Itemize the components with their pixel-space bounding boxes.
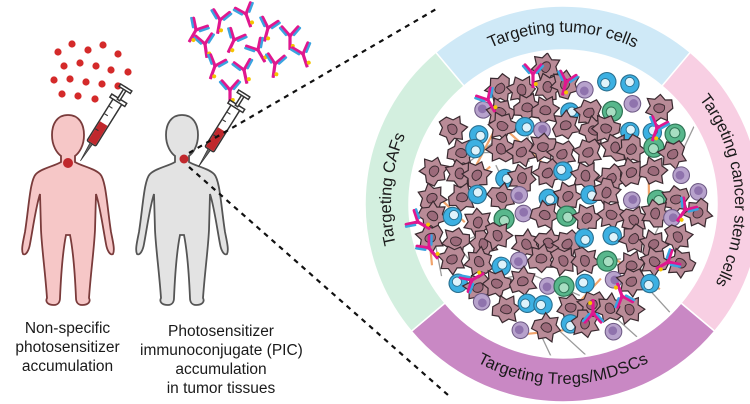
antibody-icon [192,32,219,60]
caption-nonspecific: Non-specific photosensitizer accumulatio… [0,319,135,376]
caption-line: Photosensitizer [168,323,274,340]
tumor-spot-left [63,158,73,168]
caption-line: accumulation [21,358,114,375]
zoom-line-top [188,7,439,154]
pic-antibodies [179,0,319,104]
caption-line: Non-specific [24,320,111,337]
zoom-line-bottom [188,166,449,396]
cancer-stem-cell-icon [575,273,595,294]
antibody-icon [217,26,249,58]
tumor-microenvironment [411,52,715,356]
antibody-icon [278,25,302,50]
caf-fiber [540,335,555,356]
human-silhouette-icon [21,114,115,306]
caption-line: in tumor tissues [166,380,276,397]
antibody-icon [261,52,288,80]
antibody-icon [231,0,262,32]
caption-line: immunoconjugate (PIC) [140,342,303,359]
caf-fiber [556,327,590,356]
tumor-spot-right [179,154,189,164]
antibody-icon [199,52,230,84]
caption-line: accumulation [175,361,267,378]
nonspecific-group [21,40,135,306]
caption-line: photosensitizer [15,339,120,356]
free-photosensitizer-dots [50,40,132,103]
pic-group [135,0,449,396]
caption-pic: Photosensitizer immunoconjugate (PIC) ac… [140,322,303,398]
syringe-icon [190,88,253,173]
